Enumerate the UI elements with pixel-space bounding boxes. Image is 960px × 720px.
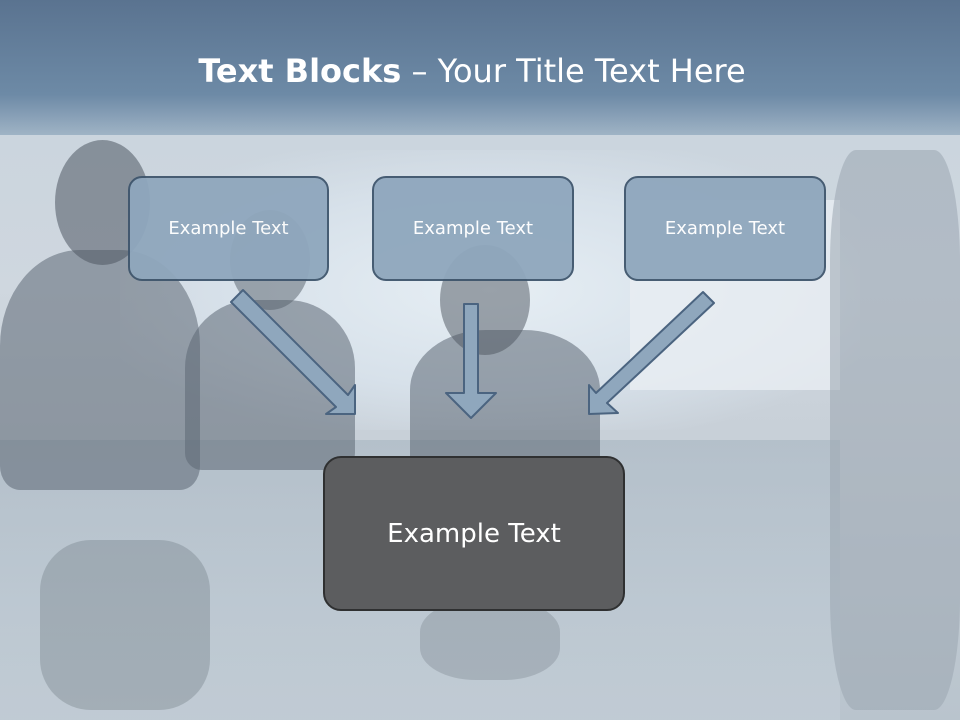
text-block-2[interactable]: Example Text xyxy=(372,176,574,281)
text-block-3[interactable]: Example Text xyxy=(624,176,826,281)
background-presenter xyxy=(830,150,960,710)
title-bold: Text Blocks xyxy=(198,52,402,90)
background-person-3 xyxy=(410,330,600,480)
arrow-left xyxy=(230,289,356,415)
title-rest: – Your Title Text Here xyxy=(401,52,746,90)
arrow-right xyxy=(588,291,715,415)
title-band xyxy=(0,0,960,135)
arrow-center xyxy=(445,303,497,419)
background-reflection-2 xyxy=(420,600,560,680)
page-title: Text Blocks – Your Title Text Here xyxy=(0,52,944,90)
text-block-1[interactable]: Example Text xyxy=(128,176,329,281)
background-person-1 xyxy=(0,250,200,490)
background-reflection-1 xyxy=(40,540,210,710)
main-text-block[interactable]: Example Text xyxy=(323,456,625,611)
